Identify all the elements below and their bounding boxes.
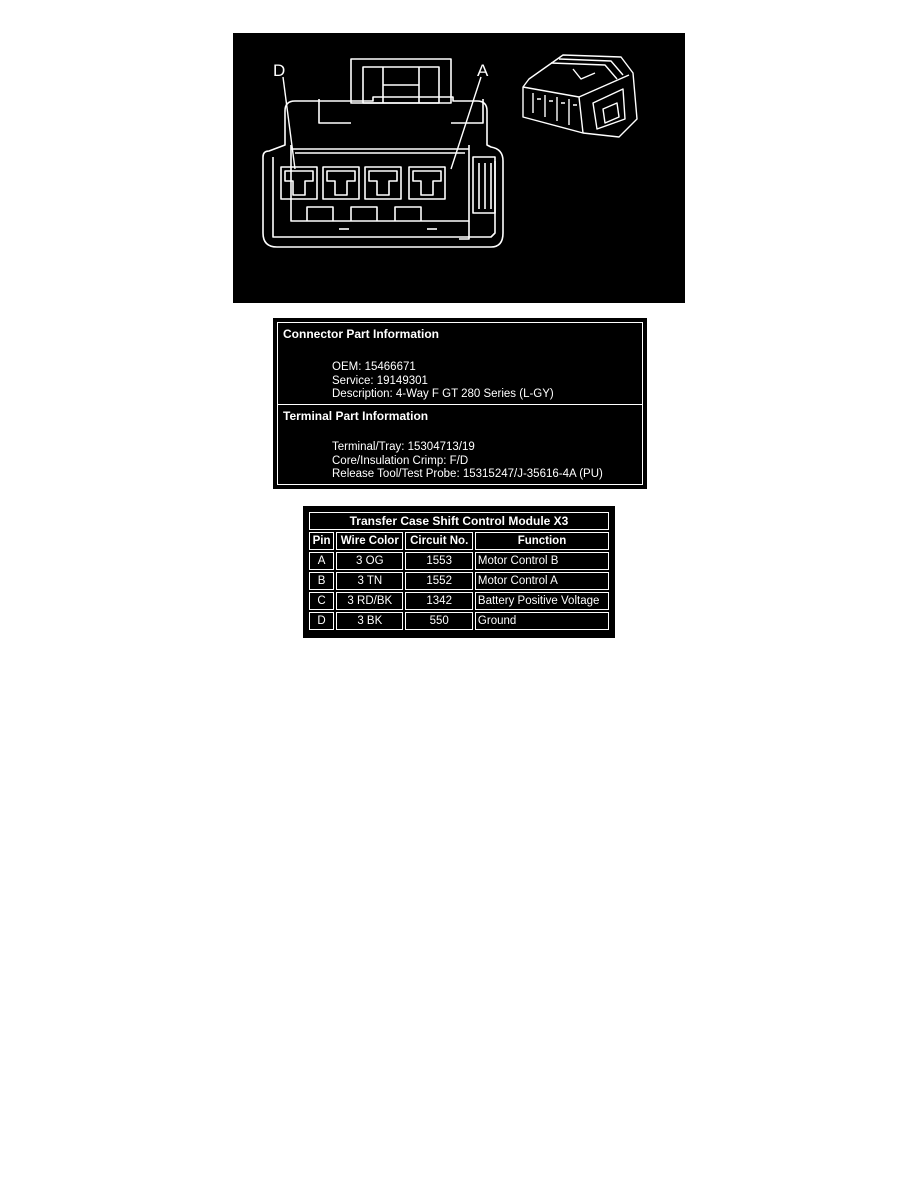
table-row: B 3 TN 1552 Motor Control A xyxy=(309,572,609,590)
cell-circuit-no: 1553 xyxy=(405,552,473,570)
pinout-table-panel: Transfer Case Shift Control Module X3 Pi… xyxy=(303,506,615,638)
connector-illustration: D A xyxy=(233,33,685,303)
pinout-table: Transfer Case Shift Control Module X3 Pi… xyxy=(307,510,611,632)
cell-circuit-no: 550 xyxy=(405,612,473,630)
connector-description: Description: 4-Way F GT 280 Series (L-GY… xyxy=(332,388,554,400)
connector-part-heading: Connector Part Information xyxy=(283,327,440,341)
terminal-release-tool: Release Tool/Test Probe: 15315247/J-3561… xyxy=(332,468,603,480)
connector-service: Service: 19149301 xyxy=(332,374,428,387)
pin-label-d: D xyxy=(273,61,286,80)
cell-circuit-no: 1552 xyxy=(405,572,473,590)
cell-wire-color: 3 TN xyxy=(336,572,404,590)
header-circuit-no: Circuit No. xyxy=(405,532,473,550)
cell-function: Motor Control B xyxy=(474,552,609,570)
connector-part-lines: OEM: 15466671 Service: 19149301 Descript… xyxy=(332,361,554,402)
connector-part-section: Connector Part Information OEM: 15466671… xyxy=(278,323,642,405)
cell-pin: B xyxy=(309,572,335,590)
header-function: Function xyxy=(474,532,609,550)
cell-wire-color: 3 RD/BK xyxy=(336,592,404,610)
cell-circuit-no: 1342 xyxy=(405,592,473,610)
table-row: C 3 RD/BK 1342 Battery Positive Voltage xyxy=(309,592,609,610)
terminal-crimp: Core/Insulation Crimp: F/D xyxy=(332,454,469,467)
table-title: Transfer Case Shift Control Module X3 xyxy=(309,512,609,530)
cell-function: Battery Positive Voltage xyxy=(474,592,609,610)
cell-function: Motor Control A xyxy=(474,572,609,590)
cell-pin: A xyxy=(309,552,335,570)
terminal-part-heading: Terminal Part Information xyxy=(283,409,429,423)
connector-face-drawing xyxy=(262,54,638,248)
pin-label-a: A xyxy=(477,61,489,80)
table-title-row: Transfer Case Shift Control Module X3 xyxy=(309,512,609,530)
cell-pin: D xyxy=(309,612,335,630)
terminal-tray: Terminal/Tray: 15304713/19 xyxy=(332,441,475,453)
header-wire-color: Wire Color xyxy=(336,532,404,550)
part-information-box: Connector Part Information OEM: 15466671… xyxy=(277,322,643,485)
terminal-part-lines: Terminal/Tray: 15304713/19 Core/Insulati… xyxy=(332,441,603,482)
terminal-part-section: Terminal Part Information Terminal/Tray:… xyxy=(278,405,642,483)
table-row: D 3 BK 550 Ground xyxy=(309,612,609,630)
connector-oem: OEM: 15466671 xyxy=(332,361,416,373)
header-pin: Pin xyxy=(309,532,335,550)
cell-wire-color: 3 OG xyxy=(336,552,404,570)
cell-wire-color: 3 BK xyxy=(336,612,404,630)
cell-function: Ground xyxy=(474,612,609,630)
table-header-row: Pin Wire Color Circuit No. Function xyxy=(309,532,609,550)
table-row: A 3 OG 1553 Motor Control B xyxy=(309,552,609,570)
part-information-panel: Connector Part Information OEM: 15466671… xyxy=(273,318,647,489)
cell-pin: C xyxy=(309,592,335,610)
